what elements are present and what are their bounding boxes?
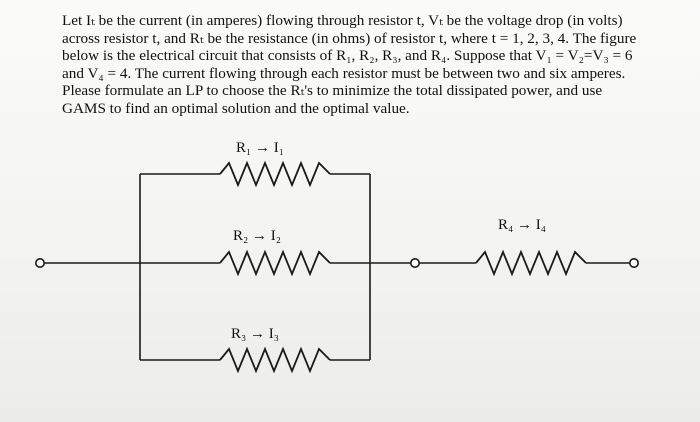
label-r2: R₂ → I₂	[233, 228, 281, 244]
problem-line-5: Please formulate an LP to choose the Rₜ'…	[62, 82, 603, 100]
label-r3: R₃ → I₃	[231, 326, 279, 342]
problem-line-4: and V₄ = 4. The current flowing through …	[62, 64, 626, 82]
label-r4: R₄ → I₄	[498, 217, 546, 233]
problem-statement: Let Iₜ be the current (in amperes) flowi…	[62, 12, 662, 118]
junction-node	[409, 257, 420, 268]
resistor-r1	[219, 160, 331, 188]
terminal-right-node	[628, 257, 639, 268]
problem-line-6: GAMS to find an optimal solution and the…	[62, 99, 410, 117]
label-r1: R₁ → I₁	[236, 140, 284, 156]
problem-line-1: Let Iₜ be the current (in amperes) flowi…	[62, 12, 623, 29]
resistor-r3	[219, 346, 331, 374]
resistor-r4	[475, 249, 587, 277]
terminal-left-node	[34, 257, 45, 268]
problem-line-2: across resistor t, and Rₜ be the resista…	[62, 29, 637, 47]
resistor-r2	[219, 249, 331, 277]
problem-line-3: below is the electrical circuit that con…	[62, 47, 633, 65]
